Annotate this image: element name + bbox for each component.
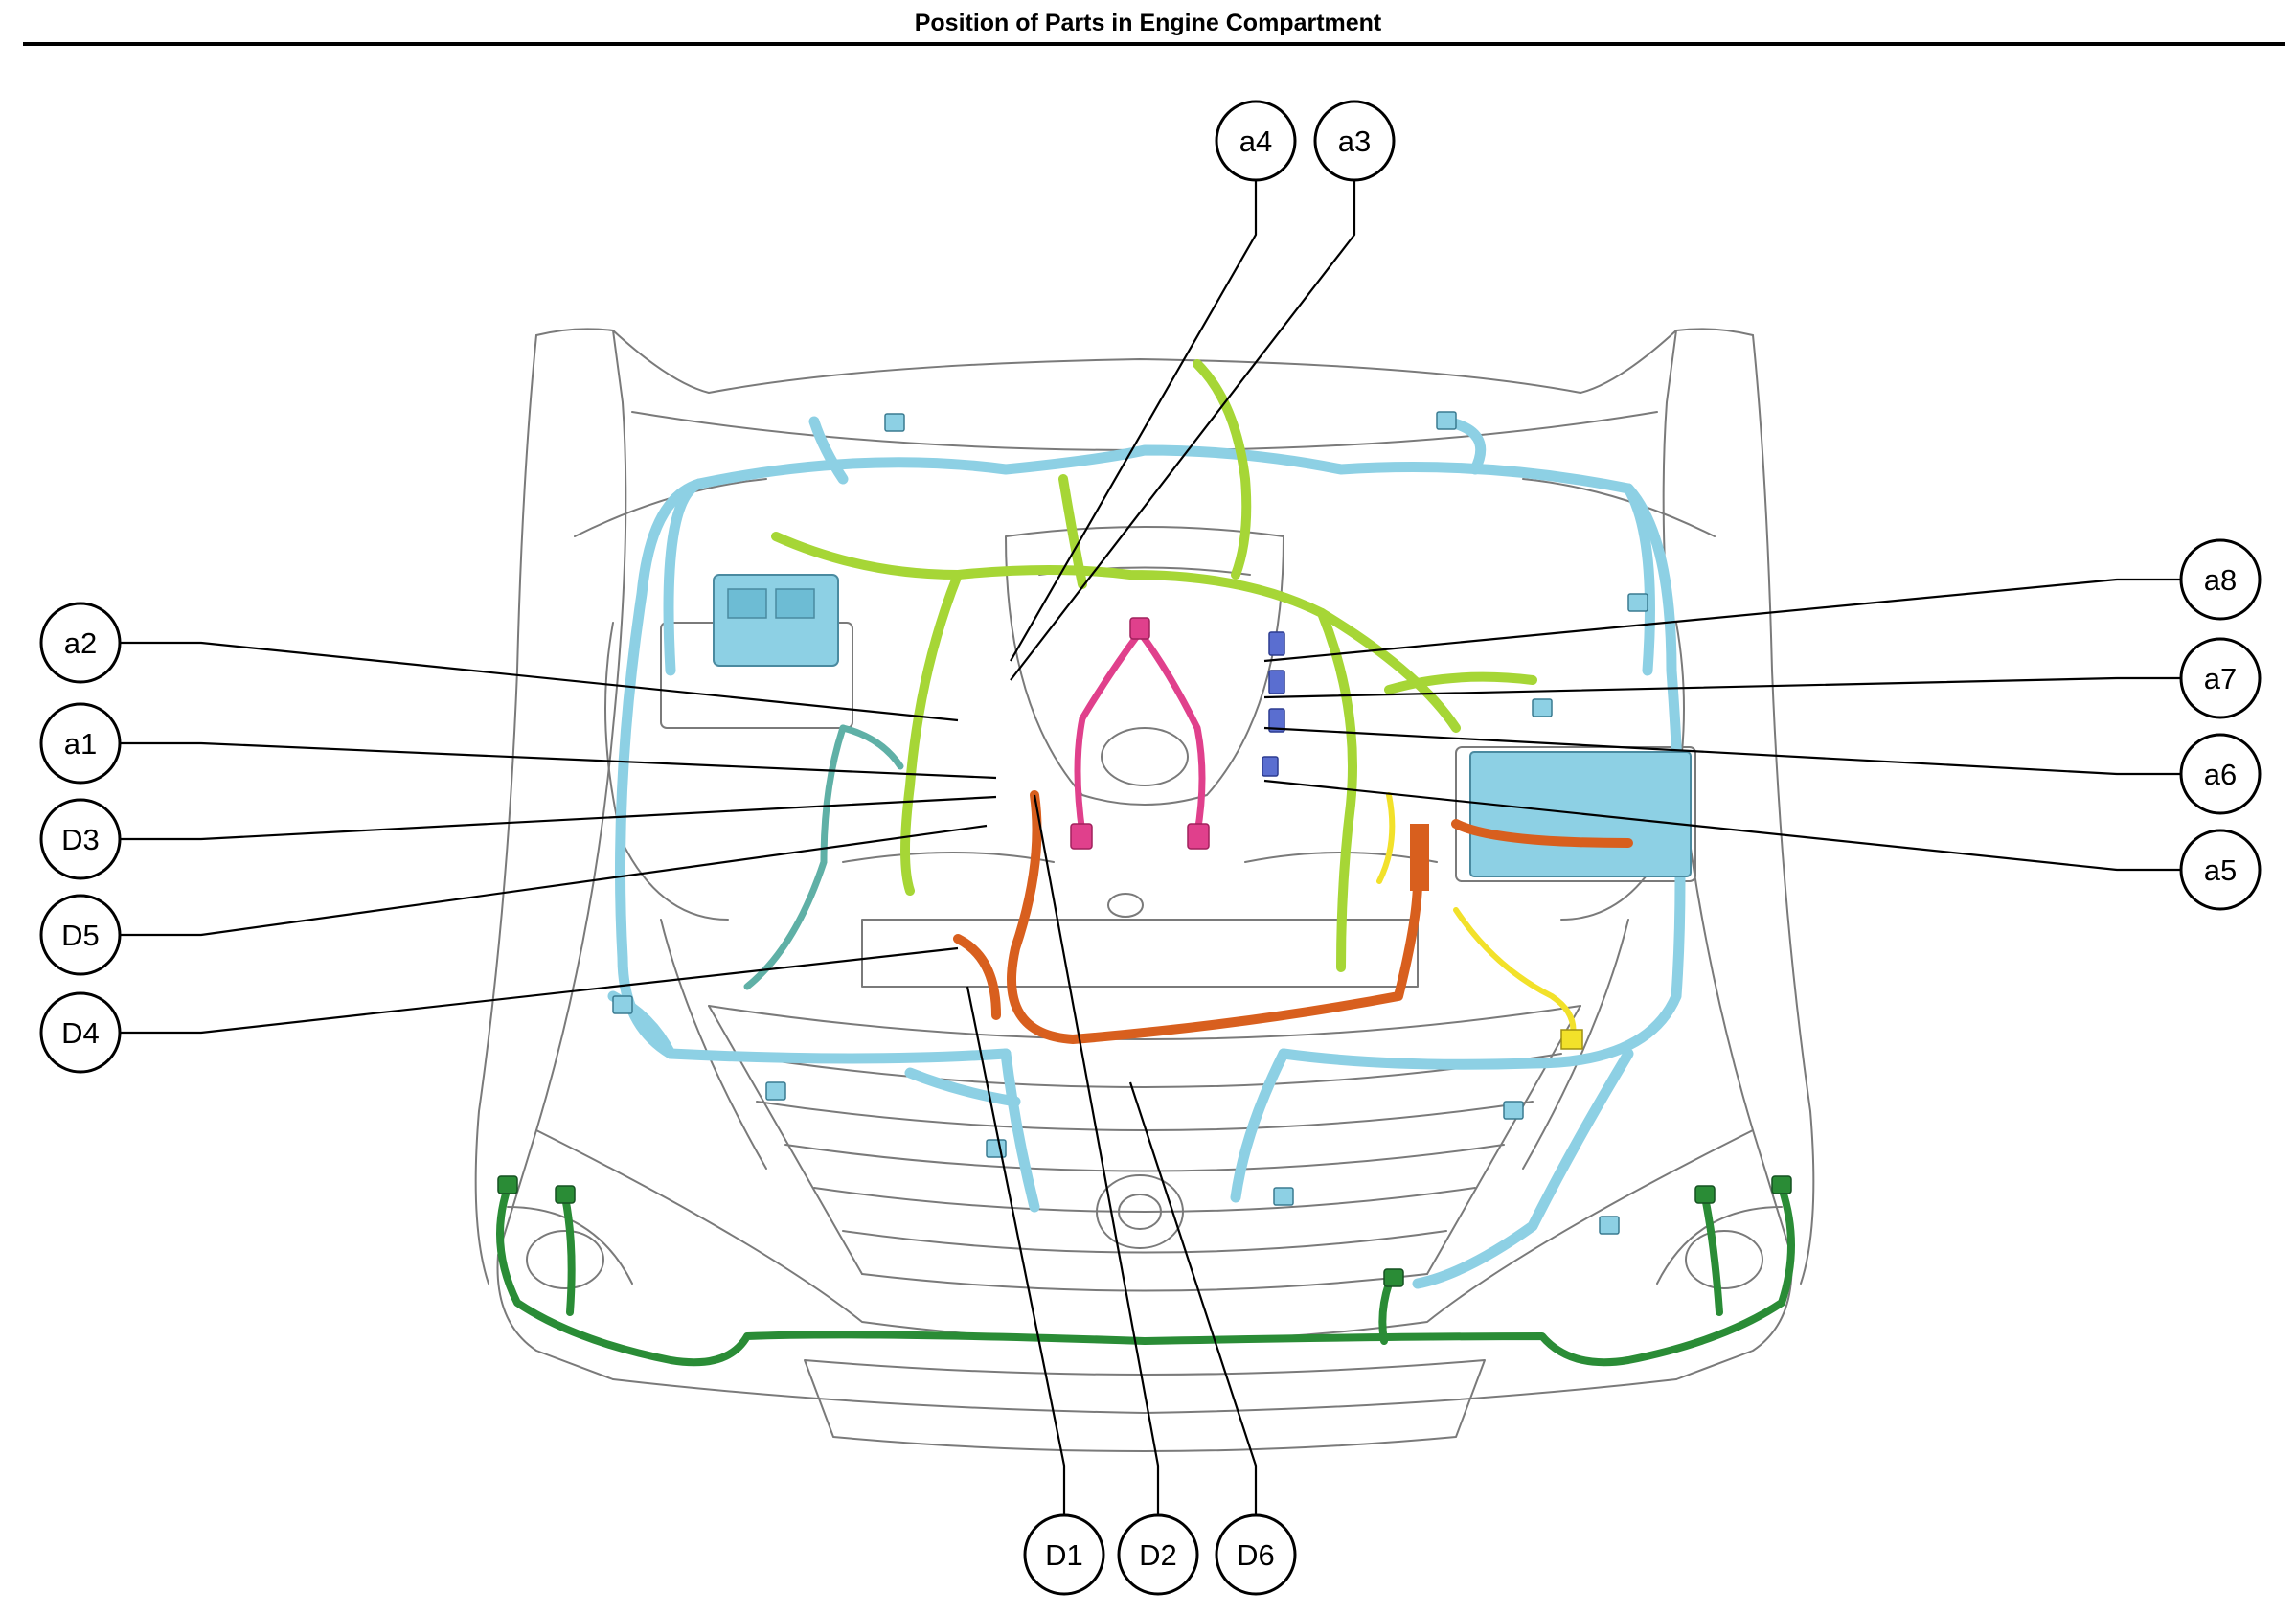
callout-a7: a7 <box>2179 637 2262 719</box>
engine-room-main-harness <box>607 416 1686 1289</box>
callout-D1: D1 <box>1023 1513 1105 1596</box>
callout-D5: D5 <box>39 894 122 976</box>
yellow-connector <box>1560 1029 1583 1050</box>
callout-D5-label: D5 <box>61 919 100 952</box>
callout-a2: a2 <box>39 602 122 684</box>
blue-connectors <box>1262 631 1285 777</box>
callout-D4: D4 <box>39 991 122 1074</box>
leader-D1 <box>966 986 1066 1514</box>
front-bumper-harness <box>496 1184 1795 1367</box>
leader-a1 <box>119 741 997 780</box>
injector-sub-harness <box>1074 628 1206 837</box>
relay-block <box>713 574 839 667</box>
leader-a7 <box>1263 676 2180 699</box>
callout-D6: D6 <box>1215 1513 1297 1596</box>
front-bumper-connectors <box>497 1175 1792 1287</box>
callout-a6-label: a6 <box>2204 758 2237 791</box>
leader-D5 <box>119 824 988 937</box>
callout-a4: a4 <box>1215 100 1297 182</box>
callout-a6: a6 <box>2179 733 2262 815</box>
callout-D4-label: D4 <box>61 1016 100 1050</box>
leader-a5 <box>1263 779 2180 872</box>
callout-D6-label: D6 <box>1237 1538 1275 1572</box>
leader-a3 <box>1010 180 1356 681</box>
leader-a2 <box>119 641 959 722</box>
callout-D2-label: D2 <box>1139 1538 1177 1572</box>
callout-a8: a8 <box>2179 538 2262 621</box>
callout-a7-label: a7 <box>2204 662 2237 695</box>
callout-a1: a1 <box>39 702 122 785</box>
orange-harness-riser <box>1410 824 1429 891</box>
callout-a5-label: a5 <box>2204 853 2237 887</box>
yellow-harness <box>1376 792 1577 1047</box>
leader-lines <box>119 180 2180 1514</box>
orange-harness <box>953 790 1633 1044</box>
engine-wire-harness <box>771 359 1537 972</box>
title-rule <box>23 42 2285 46</box>
callout-a3: a3 <box>1313 100 1396 182</box>
leader-D2 <box>1033 794 1160 1514</box>
callout-D2: D2 <box>1117 1513 1199 1596</box>
leader-a4 <box>1010 180 1258 662</box>
leader-D4 <box>119 946 959 1035</box>
callout-a1-label: a1 <box>64 727 97 761</box>
callout-a3-label: a3 <box>1338 125 1371 158</box>
callout-D3: D3 <box>39 798 122 880</box>
callout-D1-label: D1 <box>1045 1538 1083 1572</box>
leader-a6 <box>1263 726 2180 776</box>
teal-harness <box>743 724 904 990</box>
callout-a5: a5 <box>2179 829 2262 911</box>
page-title: Position of Parts in Engine Compartment <box>914 10 1382 36</box>
leader-D6 <box>1128 1081 1258 1514</box>
callouts: a4 a3 a8 a2 a7 a1 a6 D3 <box>39 100 2262 1596</box>
callout-a8-label: a8 <box>2204 563 2237 597</box>
callout-a2-label: a2 <box>64 626 97 660</box>
leader-D3 <box>119 795 997 841</box>
callout-D3-label: D3 <box>61 823 100 856</box>
injector-connectors <box>1070 617 1210 850</box>
leader-a8 <box>1263 578 2180 663</box>
callout-a4-label: a4 <box>1239 125 1272 158</box>
